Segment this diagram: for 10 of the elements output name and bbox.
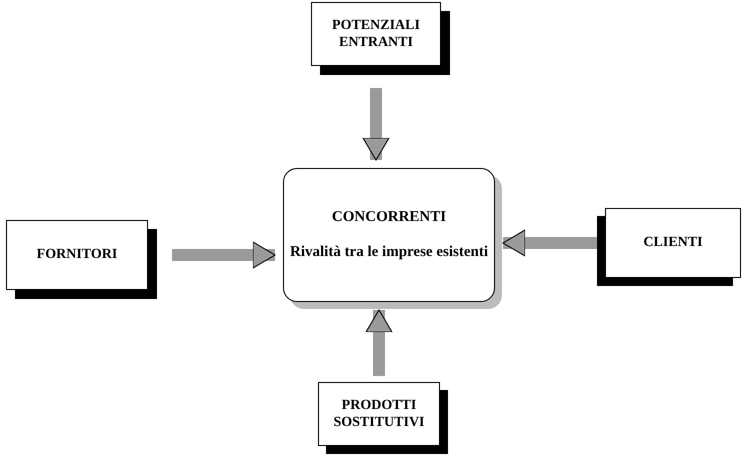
block-arrow: [362, 88, 390, 160]
block-arrow: [172, 242, 276, 268]
box-title: POTENZIALI ENTRANTI: [331, 16, 421, 52]
box-title: FORNITORI: [36, 246, 118, 264]
box-title: CLIENTI: [643, 234, 703, 252]
block-arrow: [502, 230, 598, 256]
block-arrow: [366, 310, 392, 376]
box-title: PRODOTTI SOSTITUTIVI: [332, 396, 426, 432]
box-text: Rivalità tra le imprese esistenti: [290, 243, 488, 262]
box-title: CONCORRENTI: [332, 208, 446, 227]
